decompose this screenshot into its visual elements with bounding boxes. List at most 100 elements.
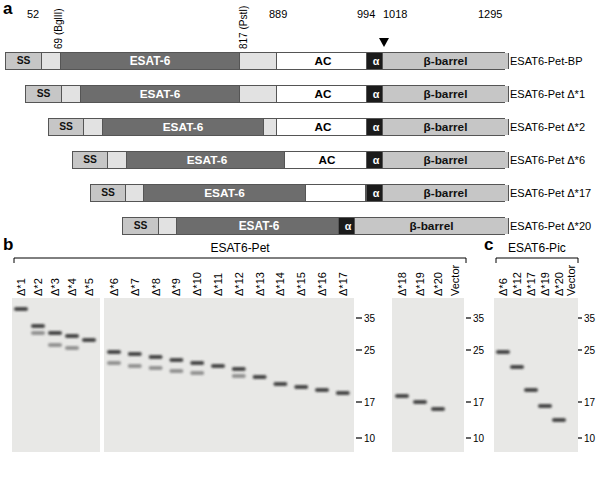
beta-barrel-box: β-barrel (382, 86, 509, 102)
lane-label: Δ*18 (396, 272, 408, 296)
lane-label: Δ*17 (525, 272, 537, 296)
construct-name: ESAT6-Pet Δ*2 (510, 119, 585, 135)
restriction-site: 69 (BglII) (53, 8, 64, 49)
lane-label: Δ*12 (233, 272, 245, 296)
esat6-domain-box: ESAT-6 (102, 119, 264, 135)
signal-sequence-box: SS (25, 86, 62, 102)
gel-bands (14, 307, 566, 422)
protein-band (413, 400, 427, 404)
position-number: 994 (357, 8, 375, 20)
protein-band (431, 407, 445, 411)
domain-label: ESAT-6 (81, 86, 239, 102)
protein-band (65, 346, 79, 350)
domain-label: β-barrel (383, 53, 508, 69)
autochaperone-box: AC (276, 119, 370, 135)
protein-band (273, 382, 287, 386)
protein-band (294, 385, 308, 389)
protein-band (169, 358, 183, 362)
marker-size: 25 (584, 345, 595, 356)
marker-size: 10 (364, 433, 375, 444)
construct-name: ESAT6-Pet Δ*17 (510, 185, 591, 201)
lane-label: Δ*14 (274, 272, 286, 296)
autochaperone-box: AC (284, 152, 370, 168)
beta-barrel-box: β-barrel (382, 152, 509, 168)
protein-band (232, 374, 246, 378)
domain-label: ESAT-6 (61, 53, 239, 69)
marker-size: 25 (473, 345, 484, 356)
marker-size: 35 (364, 313, 375, 324)
lane-label: Δ*12 (511, 272, 523, 296)
lane-label: Δ*5 (83, 278, 95, 296)
protein-band (524, 388, 538, 392)
protein-band (496, 350, 510, 354)
lane-label: Δ*7 (129, 278, 141, 296)
autochaperone-box: AC (276, 53, 370, 69)
domain-label: SS (6, 53, 41, 69)
protein-band (552, 418, 566, 422)
protein-band (128, 364, 142, 368)
domain-label: β-barrel (355, 218, 508, 234)
lane-label: Δ*1 (15, 278, 27, 296)
protein-band (190, 361, 204, 365)
lane-bracket (14, 258, 466, 263)
lane-label: Vector (449, 265, 461, 296)
protein-band (190, 371, 204, 375)
protein-band (14, 307, 28, 311)
protein-band (232, 367, 246, 371)
marker-size: 35 (584, 313, 595, 324)
protein-band (395, 394, 409, 398)
marker-size: 25 (364, 345, 375, 356)
domain-label: SS (26, 86, 61, 102)
lane-label: Δ*6 (497, 278, 509, 296)
protein-band (31, 324, 45, 328)
protein-band (82, 338, 96, 342)
domain-label: ESAT-6 (177, 218, 341, 234)
domain-label: β-barrel (383, 86, 508, 102)
position-number: 1295 (478, 8, 502, 20)
construct-bar: SSESAT-6ACαβ-barrelESAT6-Pet Δ*1 (25, 85, 505, 103)
beta-barrel-box: β-barrel (354, 218, 509, 234)
domain-label: ESAT-6 (144, 185, 305, 201)
signal-sequence-box: SS (90, 185, 126, 201)
lane-bracket (496, 258, 578, 263)
lane-label: Δ*19 (539, 272, 551, 296)
domain-label: β-barrel (383, 185, 508, 201)
lane-label: Δ*17 (337, 272, 349, 296)
panel-header: ESAT6-Pet (211, 242, 270, 255)
gel-panel (12, 298, 100, 452)
esat6-domain-box: ESAT-6 (80, 86, 240, 102)
protein-band (315, 388, 329, 392)
domain-label: β-barrel (383, 119, 508, 135)
construct-name: ESAT6-Pet Δ*1 (510, 86, 585, 102)
domain-label: AC (277, 86, 369, 102)
gel-panel (392, 298, 464, 452)
panel-letter: c (484, 236, 493, 254)
position-number: 1018 (383, 8, 407, 20)
domain-label: AC (277, 119, 369, 135)
lane-label: Δ*3 (49, 278, 61, 296)
gel-panel (104, 298, 354, 452)
marker-size: 17 (473, 397, 484, 408)
protein-band (510, 365, 524, 369)
protein-band (149, 366, 163, 370)
lane-label: Δ*16 (316, 272, 328, 296)
lane-label: Δ*13 (254, 272, 266, 296)
protein-band (149, 355, 163, 359)
construct-name: ESAT6-Pet Δ*20 (510, 218, 591, 234)
protein-band (107, 361, 121, 365)
marker-size: 17 (364, 397, 375, 408)
domain-label: SS (91, 185, 125, 201)
lane-label: Δ*19 (414, 272, 426, 296)
construct-bar: SSESAT-6αβ-barrelESAT6-Pet Δ*20 (122, 217, 505, 235)
construct-name: ESAT6-Pet Δ*6 (510, 152, 585, 168)
protein-band (538, 404, 552, 408)
panel-letter: a (3, 0, 12, 18)
marker-size: 10 (473, 433, 484, 444)
lane-label: Δ*8 (150, 278, 162, 296)
beta-barrel-box: β-barrel (382, 119, 509, 135)
domain-label: SS (73, 152, 107, 168)
protein-band (65, 334, 79, 338)
lane-label: Δ*4 (66, 278, 78, 296)
esat6-domain-box: ESAT-6 (60, 53, 240, 69)
domain-label: AC (285, 152, 369, 168)
